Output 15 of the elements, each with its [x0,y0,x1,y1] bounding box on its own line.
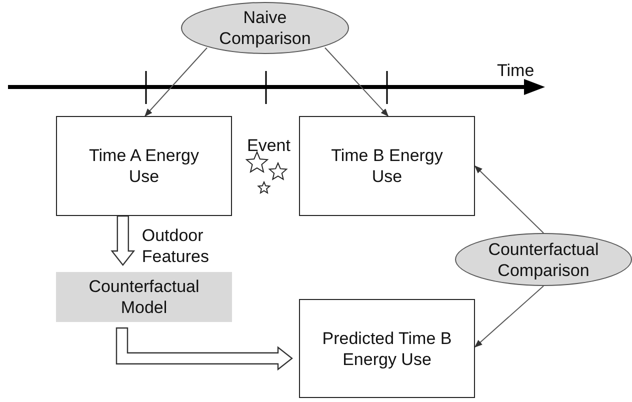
edge-label: Outdoor Features [142,225,210,267]
model-box: Counterfactual Model [56,272,232,322]
arrow [474,286,544,348]
process-box: Time A Energy Use [56,116,232,216]
arrow [324,47,389,117]
arrow [474,165,544,234]
block-arrow [116,327,293,371]
axis-label: Time [497,60,534,81]
process-box: Time B Energy Use [299,116,475,216]
block-arrow [110,215,136,266]
arrow [144,47,208,117]
process-box: Predicted Time B Energy Use [299,299,475,398]
comparison-ellipse: Counterfactual Comparison [455,233,632,286]
comparison-ellipse: Naive Comparison [181,2,349,54]
annotation-label: Event [247,135,290,156]
